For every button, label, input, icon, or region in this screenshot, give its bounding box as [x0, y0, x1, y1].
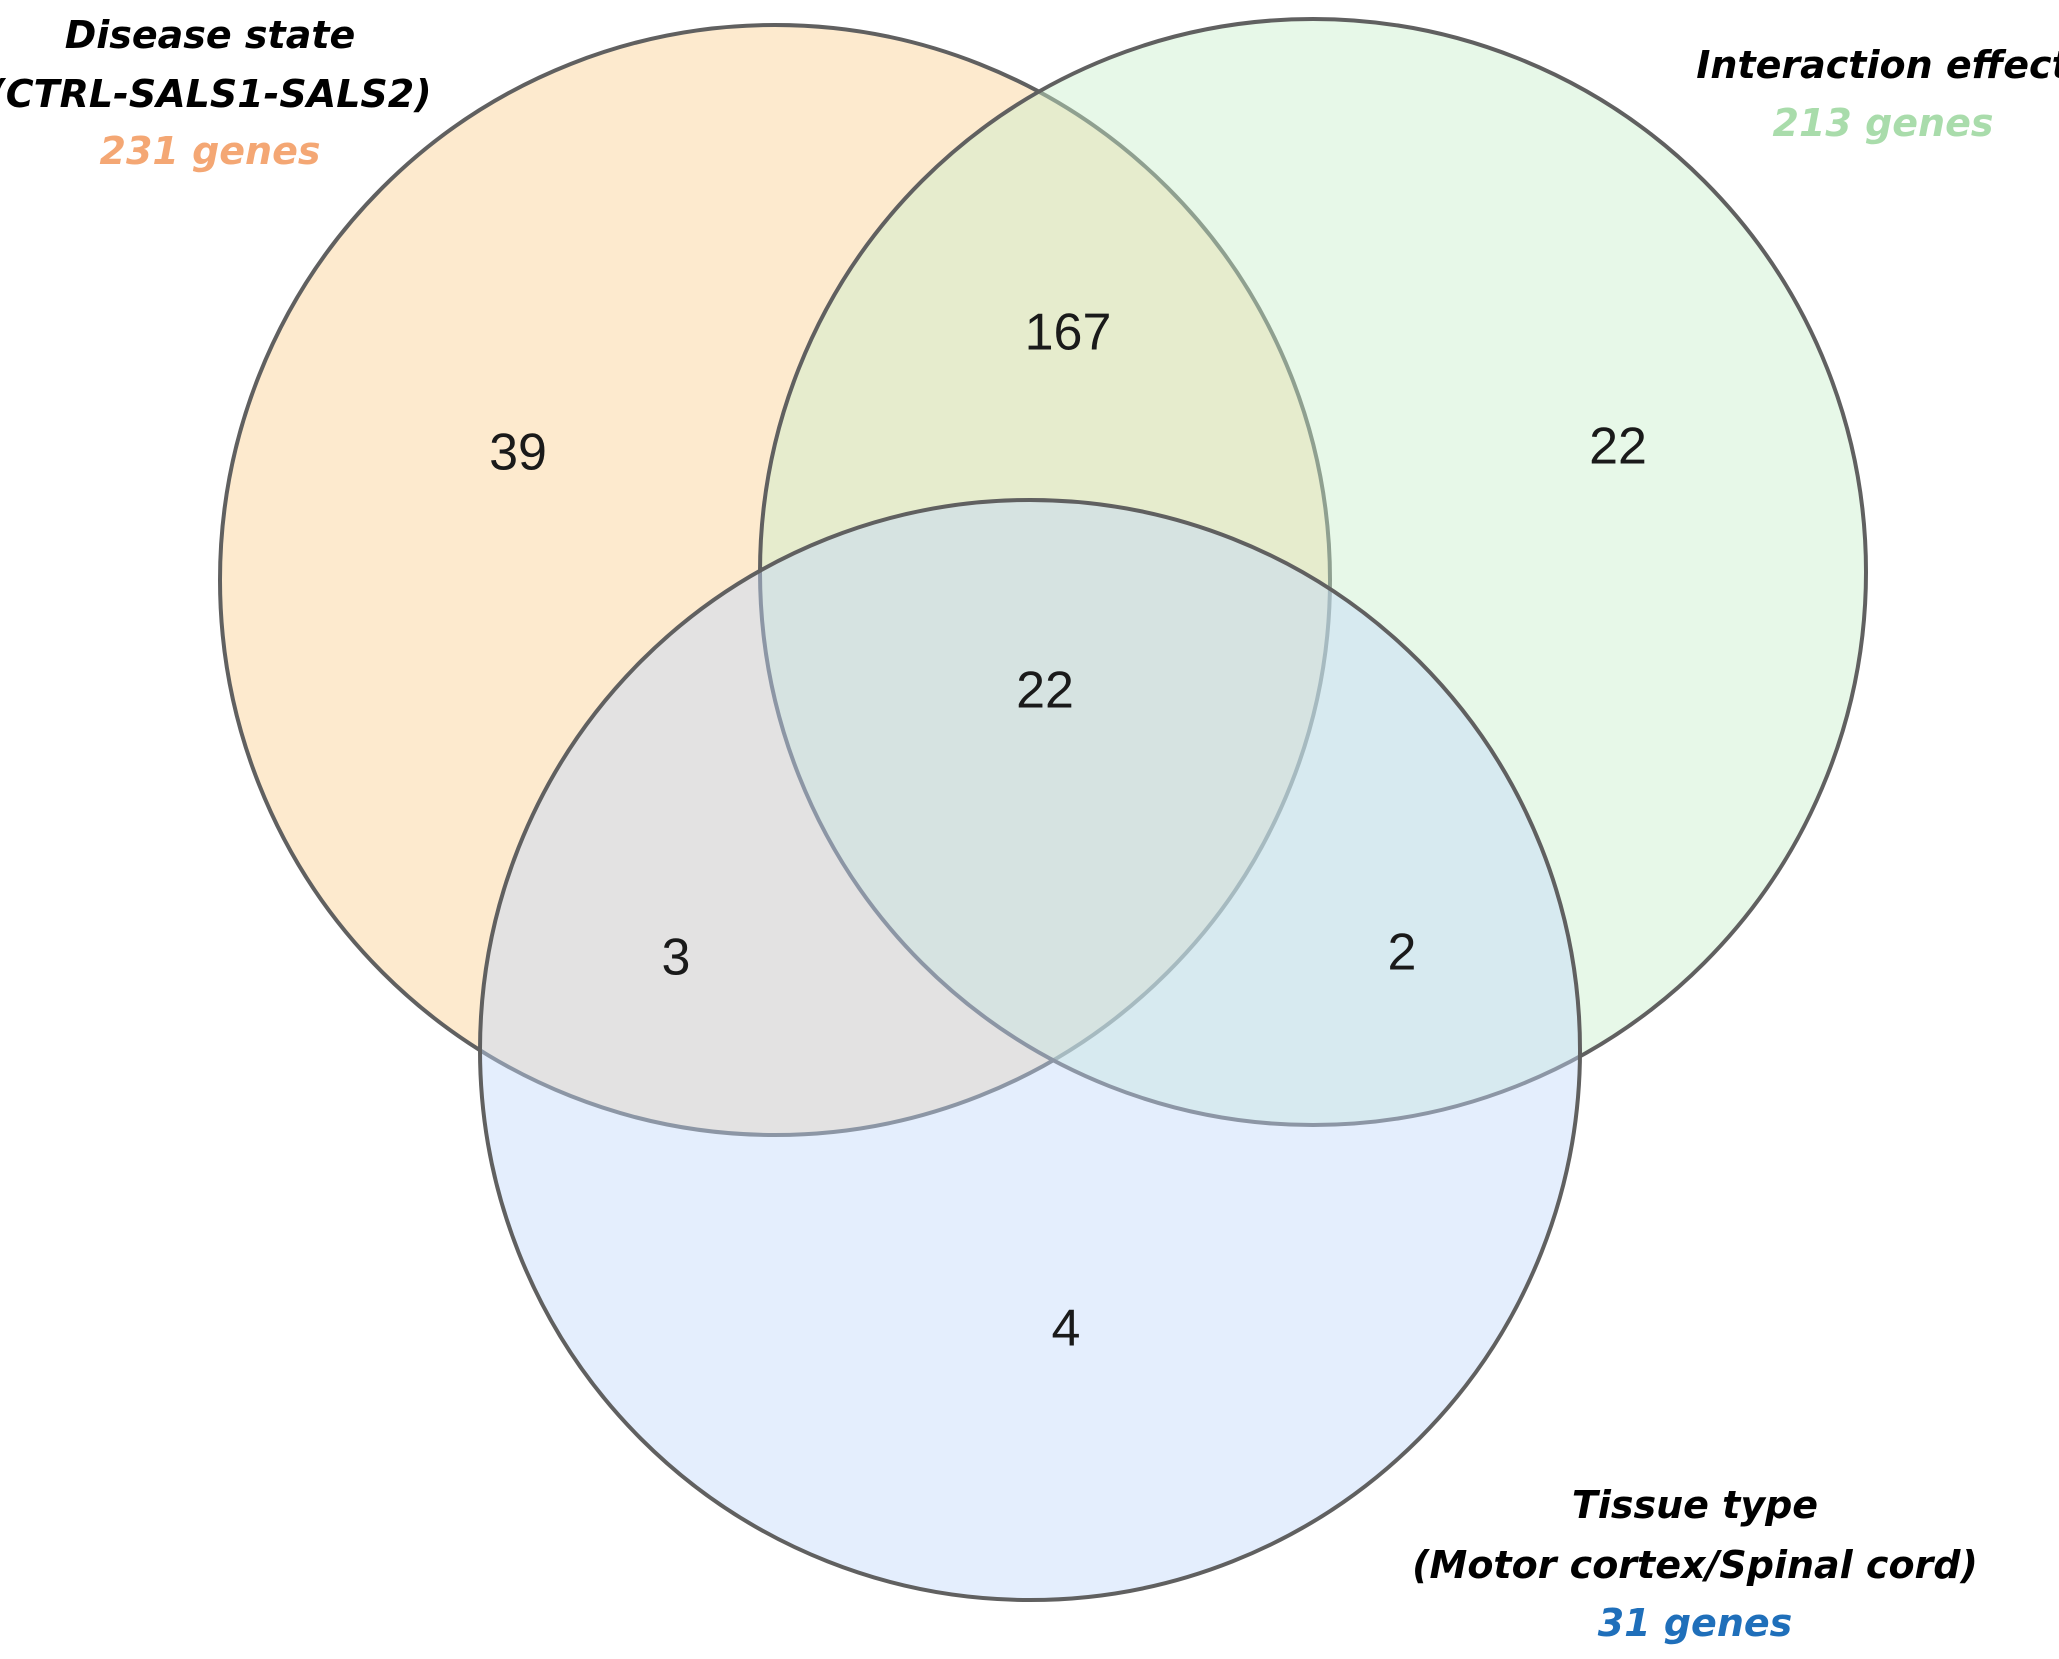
interaction-effect-title: Interaction effect	[1696, 43, 2059, 87]
count-disease-only: 39	[489, 424, 547, 482]
label-tissue-type: Tissue type (Motor cortex/Spinal cord) 3…	[1412, 1483, 1978, 1645]
tissue-type-title-line-1: Tissue type	[1572, 1483, 1818, 1527]
tissue-type-title-line-2: (Motor cortex/Spinal cord)	[1412, 1543, 1978, 1587]
count-disease-tissue: 3	[662, 929, 691, 987]
tissue-type-gene-count: 31 genes	[1598, 1601, 1793, 1645]
count-disease-interaction: 167	[1025, 304, 1112, 362]
tissue-type-circle	[478, 498, 1582, 1602]
count-tissue-only: 4	[1052, 1300, 1081, 1358]
disease-state-title-line-2: (CTRL-SALS1-SALS2)	[0, 72, 432, 116]
disease-state-gene-count: 231 genes	[100, 129, 321, 173]
count-interaction-only: 22	[1589, 418, 1647, 476]
count-interaction-tissue: 2	[1388, 924, 1417, 982]
count-all-three: 22	[1016, 662, 1074, 720]
disease-state-circle	[218, 23, 1332, 1137]
label-disease-state: Disease state (CTRL-SALS1-SALS2) 231 gen…	[0, 13, 432, 173]
interaction-effect-gene-count: 213 genes	[1773, 101, 1994, 145]
label-interaction-effect: Interaction effect 213 genes	[1696, 43, 2059, 145]
region-counts: 39 167 22 22 3 2 4	[489, 304, 1647, 1358]
disease-state-title-line-1: Disease state	[65, 13, 356, 57]
set-circles	[218, 17, 1868, 1602]
